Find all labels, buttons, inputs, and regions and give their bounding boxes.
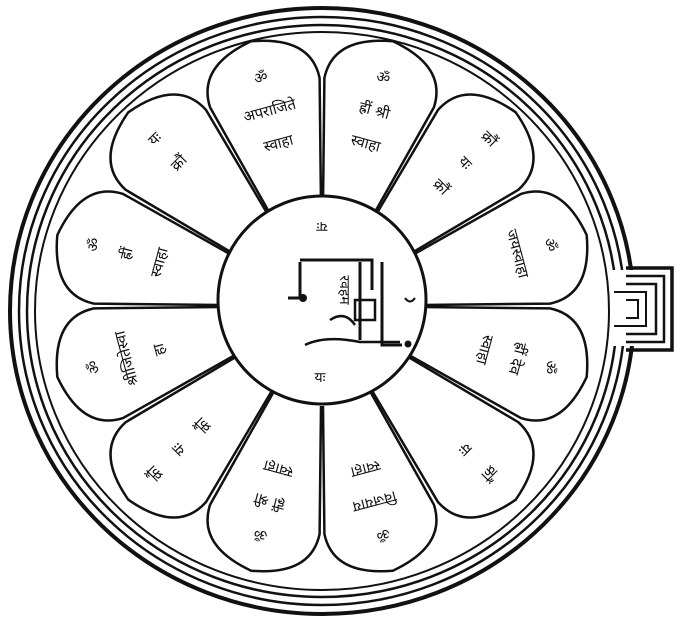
center-middle-text: रवहम [336,275,352,305]
center-top-text: यः [315,218,327,234]
center-bottom-text: यः [315,370,327,386]
gate-notch [612,268,676,350]
center-disc: यः रवहम यः [218,196,426,404]
